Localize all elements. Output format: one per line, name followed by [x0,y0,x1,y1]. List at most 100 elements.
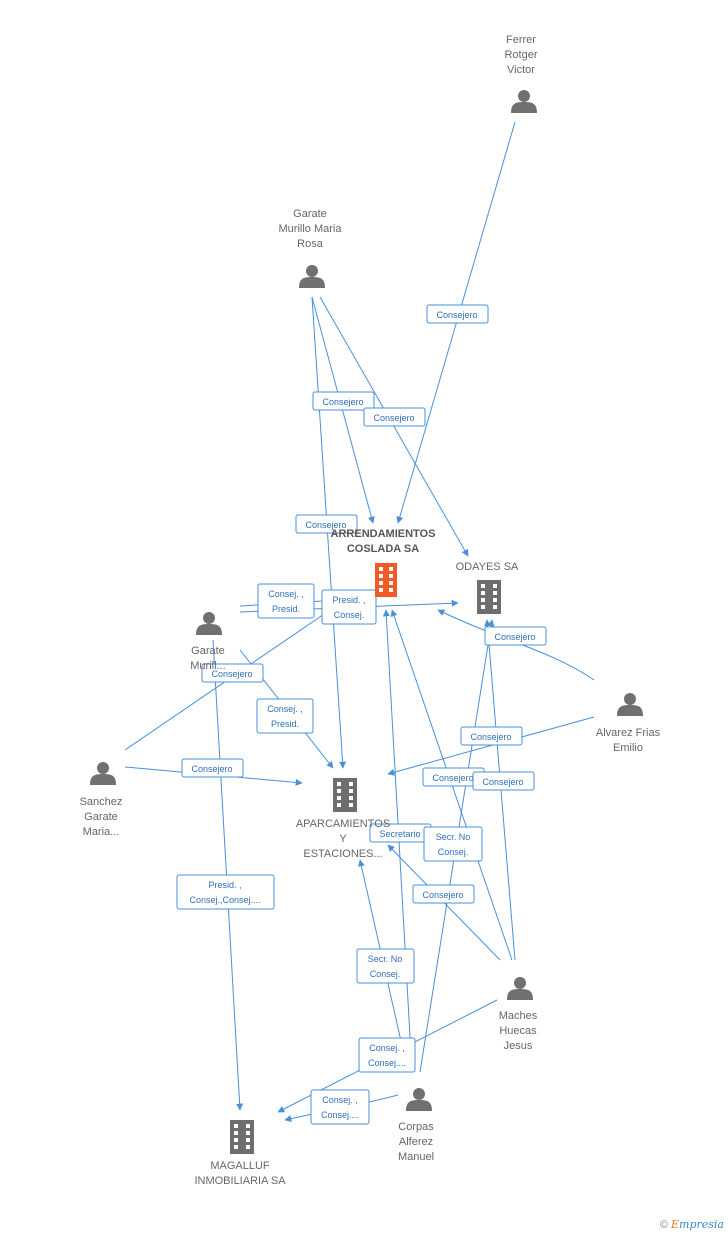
svg-text:Consejero: Consejero [373,413,414,423]
svg-text:Secretario: Secretario [379,829,420,839]
svg-text:Consejero: Consejero [432,773,473,783]
svg-text:Sanchez: Sanchez [80,796,123,808]
edge-label[interactable]: Secretario [369,823,432,843]
building-icon [375,563,397,597]
svg-text:Consejero: Consejero [305,520,346,530]
edge-label[interactable]: Consejero [460,726,523,746]
svg-text:ESTACIONES...: ESTACIONES... [303,848,382,860]
person-icon [299,265,325,288]
person-icon [511,90,537,113]
edge-label[interactable]: Consej. , Consej.... [310,1089,370,1125]
edge-label[interactable]: Consejero [201,663,264,683]
node-aparcamientos[interactable]: APARCAMIENTOS Y ESTACIONES... [296,778,390,860]
person-icon [507,977,533,1000]
svg-text:Maches: Maches [499,1010,538,1022]
svg-text:Garate: Garate [191,645,225,657]
svg-text:Presid. ,: Presid. , [332,595,365,605]
node-maches[interactable]: Maches Huecas Jesus [499,977,538,1052]
svg-text:Consejero: Consejero [436,310,477,320]
svg-text:Victor: Victor [507,64,535,76]
edge-label[interactable]: Consejero [312,391,375,411]
building-icon [333,778,357,812]
svg-text:ARRENDAMIENTOS: ARRENDAMIENTOS [331,528,436,540]
svg-text:Jesus: Jesus [504,1040,533,1052]
edge-label[interactable]: Presid. , Consej. [321,589,377,625]
node-garate-rosa[interactable]: Garate Murillo Maria Rosa [279,208,343,288]
svg-text:Garate: Garate [84,811,118,823]
edge-label[interactable]: Consej. ,Presid. [256,698,314,734]
svg-text:Manuel: Manuel [398,1151,434,1163]
svg-text:Rosa: Rosa [297,238,324,250]
edge-label[interactable]: Consejero [484,626,547,646]
svg-text:Garate: Garate [293,208,327,220]
node-alvarez[interactable]: Alvarez Frias Emilio [596,693,661,754]
node-garate-m[interactable]: Garate Murill... [190,612,226,672]
svg-text:Consejero: Consejero [191,764,232,774]
edge-label[interactable]: Consejero [426,304,489,324]
nodes: Ferrer Rotger Victor Garate Murillo Mari… [80,34,661,1187]
edge-labels: Consejero Consejero Consejero Consejero … [176,304,547,1125]
edge-label[interactable]: Consejero [412,884,475,904]
svg-text:Y: Y [339,833,347,845]
svg-text:Huecas: Huecas [499,1025,537,1037]
svg-text:Consejero: Consejero [422,890,463,900]
person-icon [617,693,643,716]
svg-text:Emilio: Emilio [613,742,643,754]
edge-label[interactable]: Consejero [181,758,244,778]
svg-text:Alferez: Alferez [399,1136,433,1148]
node-arrendamientos[interactable]: ARRENDAMIENTOS COSLADA SA [331,528,436,597]
svg-text:Consej....: Consej.... [321,1110,359,1120]
building-icon [230,1120,254,1154]
person-icon [90,762,116,785]
node-corpas[interactable]: Corpas Alferez Manuel [398,1088,434,1163]
svg-text:Maria...: Maria... [83,826,120,838]
edge-label[interactable]: Consej. , Consej.... [358,1037,416,1073]
svg-text:Consej.,Consej....: Consej.,Consej.... [189,895,260,905]
node-ferrer[interactable]: Ferrer Rotger Victor [504,34,538,113]
building-icon [477,580,501,614]
edge-label[interactable]: Secr. No Consej. [423,826,483,862]
svg-text:Alvarez Frias: Alvarez Frias [596,727,661,739]
edge-label[interactable]: Consejero [363,407,426,427]
edge-label[interactable]: Consejero [295,514,358,534]
svg-text:Consejero: Consejero [322,397,363,407]
footer-copyright: © Empresia [660,1218,724,1231]
person-icon [196,612,222,635]
svg-text:Murillo Maria: Murillo Maria [279,223,343,235]
svg-text:Consejero: Consejero [494,632,535,642]
svg-text:Secr. No: Secr. No [436,832,471,842]
svg-text:APARCAMIENTOS: APARCAMIENTOS [296,818,390,830]
edge-label[interactable]: Consej. ,Presid. [257,583,315,619]
svg-text:Consej....: Consej.... [368,1058,406,1068]
svg-text:Consej. ,: Consej. , [369,1043,405,1053]
svg-text:Consej. ,: Consej. , [322,1095,358,1105]
edge-label[interactable]: Consejero [472,771,535,791]
svg-text:Presid. ,: Presid. , [208,880,241,890]
svg-text:Consej.: Consej. [370,969,401,979]
person-icon [406,1088,432,1111]
brand-logo-initial: E [671,1218,680,1231]
svg-text:MAGALLUF: MAGALLUF [210,1160,270,1172]
svg-text:Consejero: Consejero [470,732,511,742]
edge-label[interactable]: Secr. No Consej. [356,948,415,984]
svg-text:Consej.: Consej. [438,847,469,857]
svg-text:Corpas: Corpas [398,1121,434,1133]
svg-text:COSLADA SA: COSLADA SA [347,543,419,555]
svg-text:Consej.: Consej. [334,610,365,620]
node-magalluf[interactable]: MAGALLUF INMOBILIARIA SA [194,1120,286,1187]
node-odayes[interactable]: ODAYES SA [456,561,519,614]
svg-text:Consejero: Consejero [211,669,252,679]
svg-text:INMOBILIARIA SA: INMOBILIARIA SA [194,1175,286,1187]
node-sanchez[interactable]: Sanchez Garate Maria... [80,762,123,838]
svg-text:Consej. ,: Consej. , [268,589,304,599]
svg-text:Rotger: Rotger [504,49,537,61]
brand-logo-text: mpresia [679,1218,724,1231]
svg-text:Ferrer: Ferrer [506,34,536,46]
svg-text:Presid.: Presid. [271,719,299,729]
svg-text:Secr. No: Secr. No [368,954,403,964]
edge-label[interactable]: Consejero [422,767,485,787]
svg-text:Consejero: Consejero [482,777,523,787]
svg-text:ODAYES SA: ODAYES SA [456,561,519,573]
edge-label[interactable]: Presid. , Consej.,Consej.... [176,874,275,910]
